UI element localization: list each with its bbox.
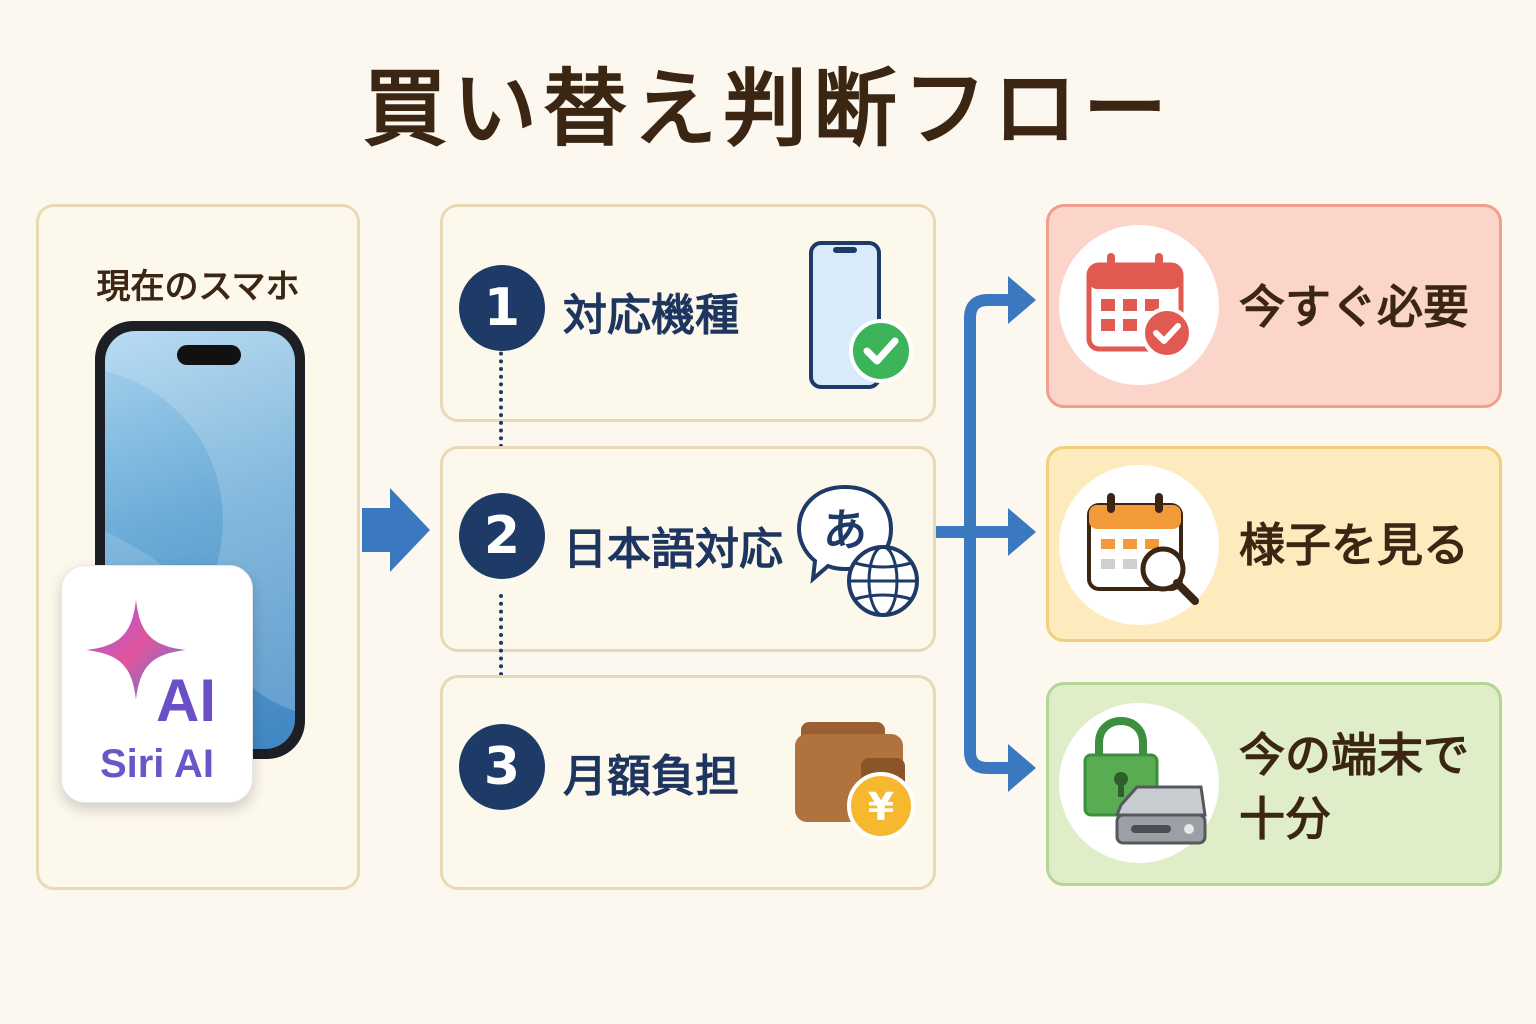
lock-drive-icon (1083, 717, 1207, 845)
hiragana-a-glyph: あ (823, 505, 867, 556)
page-title: 買い替え判断フロー (362, 60, 1173, 158)
arrow-head-top (1008, 276, 1036, 324)
step-card-2: 2 日本語対応 あ (440, 446, 936, 652)
phone-check-icon (809, 241, 913, 389)
branch-bottom-line (964, 526, 1018, 774)
step-label-2: 日本語対応 (563, 524, 783, 575)
step-card-1: 1 対応機種 (440, 204, 936, 422)
calendar-check-icon (1086, 253, 1193, 359)
step-connector-1 (499, 344, 503, 448)
current-phone-panel: 現在のスマホ AI Siri AI (36, 204, 360, 890)
yen-glyph: ¥ (868, 785, 894, 829)
result-icon-circle-2 (1059, 465, 1219, 625)
step-label-3: 月額負担 (563, 751, 739, 802)
step-label-1: 対応機種 (563, 290, 739, 341)
result-card-enough: 今の端末で 十分 (1046, 682, 1502, 886)
language-globe-icon: あ (796, 484, 919, 617)
arrow-head-bottom (1008, 744, 1036, 792)
step-connector-2 (499, 594, 503, 684)
result-label-1: 今すぐ必要 (1239, 280, 1469, 334)
branch-top-line (964, 294, 1018, 538)
result-icon-circle-3 (1059, 703, 1219, 863)
calendar-search-icon (1087, 493, 1199, 605)
sparkle-icon (86, 600, 186, 700)
step-number-2: 2 (459, 493, 545, 579)
result-label-2: 様子を見る (1239, 518, 1469, 572)
result-label-3: 今の端末で 十分 (1239, 728, 1469, 846)
step-number-1: 1 (459, 265, 545, 351)
result-card-wait: 様子を見る (1046, 446, 1502, 642)
result-card-now: 今すぐ必要 (1046, 204, 1502, 408)
siri-ai-card: AI Siri AI (61, 565, 253, 803)
step-card-3: 3 月額負担 ¥ (440, 675, 936, 890)
phone-notch (177, 345, 241, 365)
arrow-to-steps (362, 488, 430, 572)
wallet-yen-icon: ¥ (795, 722, 915, 840)
siri-ai-label: Siri AI (99, 742, 215, 786)
current-phone-label: 現在のスマホ (96, 267, 300, 307)
ai-badge-text: AI (156, 667, 216, 734)
step-number-3: 3 (459, 724, 545, 810)
result-icon-circle-1 (1059, 225, 1219, 385)
arrow-head-mid (1008, 508, 1036, 556)
